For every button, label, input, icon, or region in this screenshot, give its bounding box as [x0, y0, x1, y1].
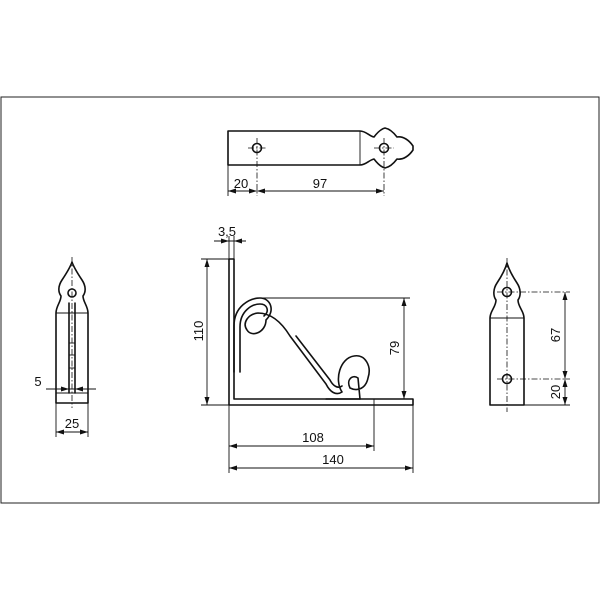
dim-left-web: 5	[34, 374, 41, 389]
scroll-brace-inner	[239, 303, 361, 400]
arrowhead	[366, 443, 374, 449]
arrowhead	[405, 465, 413, 471]
dim-front-thickness: 3,5	[218, 224, 236, 239]
dim-front-brace-length: 108	[302, 430, 324, 445]
arrowhead	[401, 391, 407, 399]
arrowhead	[221, 238, 229, 244]
dim-right-bottom-offset: 20	[548, 385, 563, 399]
arrowhead	[204, 397, 210, 405]
arrowhead	[229, 443, 237, 449]
top-view: 20 97	[227, 127, 414, 196]
arrowhead	[229, 465, 237, 471]
bracket-outline	[228, 258, 414, 406]
arrowhead	[562, 397, 568, 405]
arrowhead	[228, 188, 236, 194]
front-view: 3,5 110 79 108 140	[191, 224, 414, 473]
arrowhead	[257, 188, 265, 194]
dim-left-width: 25	[65, 416, 79, 431]
dim-front-height: 110	[191, 321, 206, 342]
top-view-outline	[227, 127, 414, 169]
dim-right-hole-spacing: 67	[548, 328, 563, 342]
arrowhead	[61, 386, 69, 392]
dim-front-brace-height: 79	[387, 341, 402, 355]
arrowhead	[562, 292, 568, 300]
dim-top-left-offset: 20	[234, 176, 248, 191]
arrowhead	[249, 188, 257, 194]
arrowhead	[401, 298, 407, 306]
arrowhead	[234, 238, 242, 244]
drawing-frame	[0, 96, 600, 504]
arrowhead	[376, 188, 384, 194]
dim-front-length: 140	[322, 452, 344, 467]
arrowhead	[56, 429, 64, 435]
arrowhead	[204, 259, 210, 267]
arrowhead	[75, 386, 83, 392]
arrowhead	[562, 379, 568, 387]
arrowhead	[562, 371, 568, 379]
arrowhead	[80, 429, 88, 435]
dim-top-hole-spacing: 97	[313, 176, 327, 191]
left-view: 5 25	[34, 257, 96, 437]
right-view: 67 20	[489, 258, 570, 412]
scroll-brace	[233, 297, 370, 400]
